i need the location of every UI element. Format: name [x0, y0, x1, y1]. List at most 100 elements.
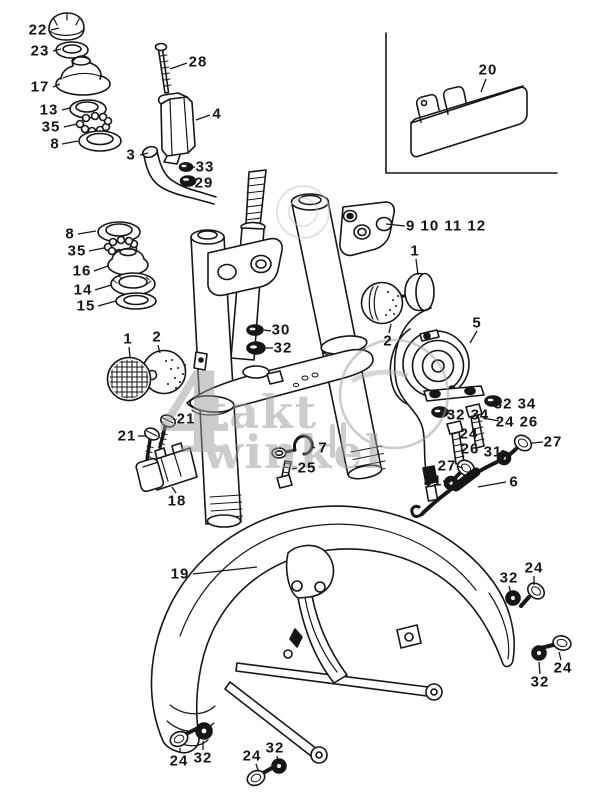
- leader-line: [128, 346, 131, 358]
- headlight-bracket-ear-left: [207, 237, 283, 297]
- watermark-digit: 4: [156, 349, 233, 478]
- bolt-24-bottom-mid: [246, 766, 274, 787]
- leader-line: [169, 62, 188, 70]
- wire-junction-18: [135, 442, 198, 493]
- fender-fasteners: [169, 582, 572, 787]
- leader-line: [469, 330, 478, 344]
- front-fender-19: [150, 505, 515, 764]
- washer-32-bottom-mid: [271, 758, 287, 774]
- leader-line: [538, 661, 541, 675]
- screw-21-lower: [144, 427, 160, 462]
- lower-bearing-stack: [97, 221, 157, 310]
- leader-line: [139, 152, 149, 156]
- inset-box: [385, 32, 558, 174]
- leader-line: [385, 223, 406, 227]
- leader-line: [456, 465, 464, 469]
- bolt-24-bottom-left: [169, 727, 198, 748]
- leader-line: [276, 755, 279, 762]
- leader-line: [93, 265, 109, 272]
- leader-line: [477, 481, 507, 488]
- leader-line: [442, 480, 452, 483]
- leader-line: [50, 27, 60, 31]
- reflector-right: [360, 272, 435, 325]
- leader-line: [52, 48, 62, 52]
- leader-line: [63, 123, 78, 128]
- stay-rod-6: [410, 450, 506, 518]
- bottom-bridge: [186, 348, 374, 416]
- leader-line: [171, 486, 177, 494]
- nut-30: [246, 324, 264, 336]
- leader-line: [61, 107, 71, 111]
- bolt-28: [154, 42, 172, 94]
- leader-line: [388, 323, 392, 334]
- bolt-24-26-left: [446, 420, 465, 465]
- nut-29: [179, 175, 197, 187]
- leader-line: [480, 78, 487, 93]
- leader-line: [97, 300, 117, 307]
- leader-line: [193, 180, 197, 184]
- leader-line: [263, 329, 272, 332]
- fender-stay-short: [224, 681, 328, 764]
- bearing-race-8-top: [78, 130, 122, 152]
- leader-line: [61, 140, 79, 145]
- leader-line: [415, 258, 419, 276]
- leader-line: [460, 435, 463, 439]
- cable-clip-7: [271, 434, 314, 459]
- lower-cone-16: [107, 247, 149, 276]
- left-fork-tube: [190, 229, 243, 528]
- washer-32-right-lower: [531, 645, 547, 661]
- washer-32-bottom-left: [195, 722, 213, 740]
- watermark-bar-2: [341, 422, 346, 456]
- nut-32-stem: [246, 341, 266, 355]
- upper-cone-17: [55, 55, 111, 96]
- fender-bracket: [285, 544, 348, 684]
- watermark-word-1: takt: [206, 385, 318, 439]
- leader-line: [531, 441, 544, 444]
- washer-15: [115, 292, 157, 310]
- bolt-24-top: [519, 582, 546, 608]
- steering-stem-hardware: [48, 12, 122, 152]
- number-plate-20: [410, 85, 528, 158]
- screw-21-upper: [158, 414, 176, 449]
- leader-line: [192, 566, 258, 575]
- leader-line: [195, 114, 211, 121]
- leader-line: [52, 83, 61, 88]
- leader-line: [447, 412, 451, 415]
- leader-line: [501, 451, 510, 456]
- fender-rear-tab: [396, 624, 422, 649]
- watermark-bar-1: [330, 424, 335, 458]
- bolt-25: [276, 460, 293, 489]
- leader-line: [291, 467, 298, 470]
- watermark-ghost-circle-small: [276, 185, 330, 239]
- leader-line: [312, 446, 316, 449]
- leader-line: [88, 247, 105, 252]
- leader-line: [77, 230, 97, 235]
- bolt-27-right: [506, 434, 533, 458]
- washer-32-top: [505, 590, 521, 606]
- washer-23: [55, 41, 89, 59]
- leader-line: [558, 651, 562, 661]
- leader-lines: [50, 27, 562, 771]
- leader-line: [94, 284, 112, 291]
- leader-line: [255, 763, 259, 771]
- stem-nut-cap-22: [48, 12, 85, 41]
- leader-line: [157, 344, 161, 354]
- dust-seal-14: [110, 272, 156, 296]
- leader-line: [508, 585, 512, 594]
- watermark: 4 takt winkel: [156, 185, 450, 479]
- watermark-circle: [338, 338, 450, 450]
- watermark-ghost-ring: [288, 197, 318, 227]
- watermark-ghost-bar: [350, 369, 410, 384]
- nut-32-34-right: [484, 395, 502, 407]
- nut-33: [178, 162, 194, 173]
- leader-line: [495, 401, 503, 404]
- handle-holder-4: [157, 92, 196, 165]
- bolt-24-26-right: [465, 403, 485, 449]
- leader-line: [482, 417, 500, 422]
- cable-guide-3: [141, 145, 217, 205]
- reflector-left: [106, 349, 187, 402]
- headlight-bracket-ear-right: [339, 201, 395, 257]
- ball-retainer-35: [75, 111, 113, 136]
